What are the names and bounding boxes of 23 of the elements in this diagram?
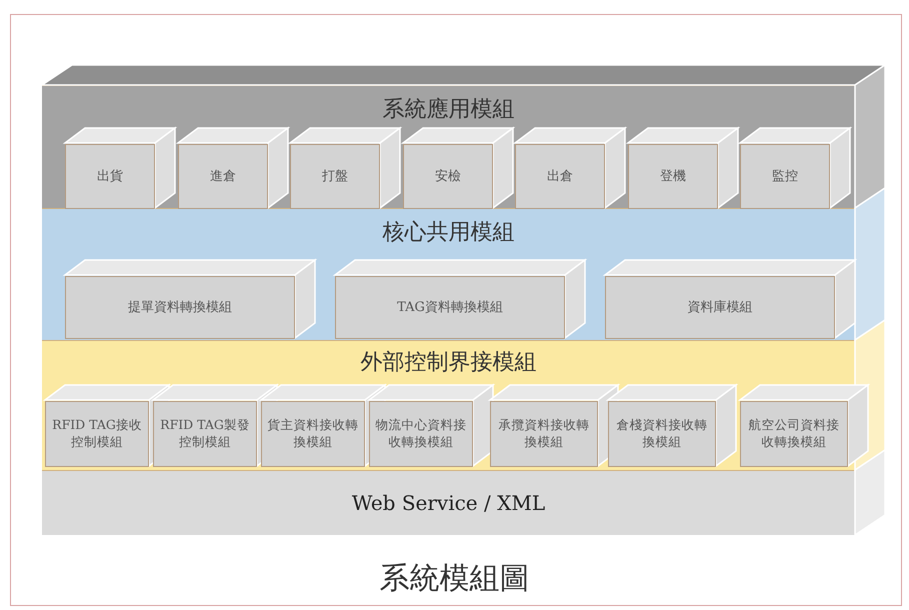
layer-title: 核心共用模組 (382, 220, 514, 245)
module-box: 進倉 (178, 144, 268, 209)
module-box: 承攬資料接收轉換模組 (490, 401, 598, 467)
module-box: RFID TAG製發控制模組 (153, 401, 257, 467)
module-box: 提單資料轉換模組 (65, 276, 295, 339)
module-box: TAG資料轉換模組 (335, 276, 565, 339)
module-box: 安檢 (403, 144, 493, 209)
module-box: 監控 (740, 144, 830, 209)
caption: 系統模組圖 (378, 560, 530, 598)
module-box: 貨主資料接收轉換模組 (261, 401, 365, 467)
module-box: 打盤 (290, 144, 380, 209)
base-layer-band (42, 470, 855, 535)
module-box: 航空公司資料接收轉換模組 (740, 401, 848, 467)
module-box: RFID TAG接收控制模組 (45, 401, 149, 467)
module-box: 倉棧資料接收轉換模組 (608, 401, 716, 467)
layer-title: 系統應用模組 (382, 97, 514, 122)
module-box: 出倉 (515, 144, 605, 209)
module-box: 登機 (628, 144, 718, 209)
layer-title: Web Service / XML (352, 491, 546, 515)
module-box: 出貨 (65, 144, 155, 209)
module-box: 物流中心資料接收轉換模組 (369, 401, 473, 467)
module-box: 資料庫模組 (605, 276, 835, 339)
layer-title: 外部控制界接模組 (360, 350, 536, 375)
